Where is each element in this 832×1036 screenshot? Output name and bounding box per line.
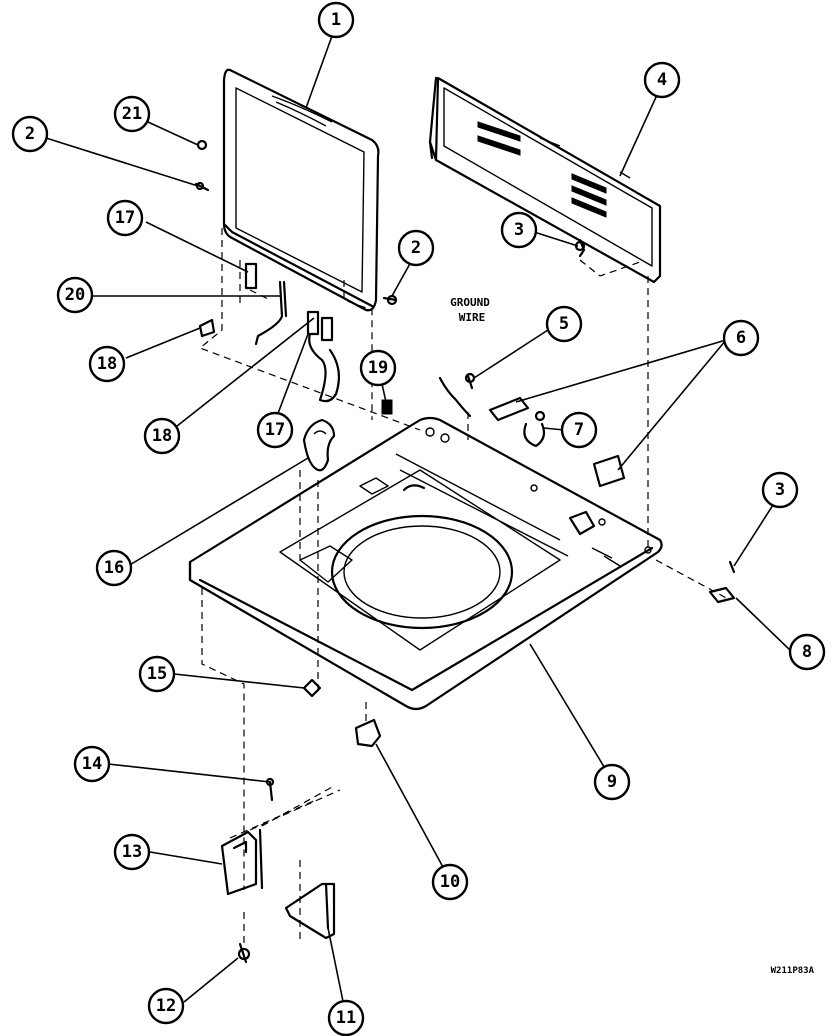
pad-6-upper xyxy=(488,396,530,422)
bracket-19 xyxy=(381,399,393,415)
callout-2-left: 2 xyxy=(11,115,49,153)
callout-17-left: 17 xyxy=(106,199,144,237)
callout-2-right: 2 xyxy=(397,229,435,267)
callout-number: 21 xyxy=(122,104,142,124)
callout-number: 6 xyxy=(736,328,746,348)
callout-number: 19 xyxy=(368,358,388,378)
callout-13: 13 xyxy=(113,833,151,871)
leveler-10 xyxy=(354,718,382,748)
callout-number: 14 xyxy=(82,754,102,774)
hinge-pin-20 xyxy=(254,280,288,346)
callout-number: 7 xyxy=(574,420,584,440)
callout-5: 5 xyxy=(545,305,583,343)
screw-2-right xyxy=(382,294,398,306)
callout-4: 4 xyxy=(643,61,681,99)
callout-16: 16 xyxy=(95,549,133,587)
ground-wire-5 xyxy=(438,372,476,418)
callout-number: 3 xyxy=(775,480,785,500)
bracket-11 xyxy=(284,882,336,940)
callout-number: 20 xyxy=(65,285,85,305)
callout-number: 17 xyxy=(115,208,135,228)
ground-wire-label-line2: WIRE xyxy=(459,311,486,324)
callout-19: 19 xyxy=(359,349,397,387)
callout-6: 6 xyxy=(722,319,760,357)
callout-number: 2 xyxy=(25,124,35,144)
callout-10: 10 xyxy=(431,863,469,901)
main-top-part xyxy=(188,416,663,711)
callout-number: 2 xyxy=(411,238,421,258)
callout-number: 13 xyxy=(122,842,142,862)
hinge-17-right xyxy=(306,310,341,403)
callout-14: 14 xyxy=(73,745,111,783)
callout-7: 7 xyxy=(560,411,598,449)
callout-18-lower: 18 xyxy=(143,417,181,455)
ground-wire-label-line1: GROUND xyxy=(450,296,490,309)
callout-17-right: 17 xyxy=(256,411,294,449)
hinge-cover-16 xyxy=(302,418,336,472)
screw-3-upper xyxy=(574,238,586,258)
callout-number: 18 xyxy=(97,354,117,374)
pad-6-lower xyxy=(592,454,626,488)
drawing-code: W211P83A xyxy=(771,966,815,976)
callout-18-upper: 18 xyxy=(88,345,126,383)
screw-3-lower xyxy=(728,560,736,574)
callout-number: 10 xyxy=(440,872,460,892)
callout-20: 20 xyxy=(56,276,94,314)
callout-number: 11 xyxy=(336,1008,356,1028)
callout-9: 9 xyxy=(593,763,631,801)
clip-18 xyxy=(198,318,216,338)
callout-number: 12 xyxy=(156,996,176,1016)
screw-21 xyxy=(196,139,208,151)
backguard-part xyxy=(428,76,662,284)
callout-number: 16 xyxy=(104,558,124,578)
lid-part xyxy=(222,68,380,312)
callout-12: 12 xyxy=(147,987,185,1025)
callout-number: 1 xyxy=(331,10,341,30)
clip-8 xyxy=(708,586,736,604)
hinge-17-left xyxy=(244,262,258,290)
callout-1: 1 xyxy=(317,1,355,39)
callout-number: 15 xyxy=(147,664,167,684)
bracket-13 xyxy=(220,828,264,896)
callout-number: 3 xyxy=(514,220,524,240)
callout-3-upper: 3 xyxy=(500,211,538,249)
callout-number: 5 xyxy=(559,314,569,334)
callout-8: 8 xyxy=(788,633,826,671)
ground-wire-label: GROUND WIRE xyxy=(450,296,490,324)
callout-11: 11 xyxy=(327,999,365,1036)
callout-number: 18 xyxy=(152,426,172,446)
leader-lines xyxy=(45,35,793,1017)
callout-number: 8 xyxy=(802,642,812,662)
callout-21: 21 xyxy=(113,95,151,133)
callout-number: 17 xyxy=(265,420,285,440)
callout-number: 9 xyxy=(607,772,617,792)
assembly-dash-lines xyxy=(198,228,731,944)
screw-15 xyxy=(302,678,322,698)
clip-7 xyxy=(523,410,546,448)
screw-12 xyxy=(237,942,251,964)
callout-number: 4 xyxy=(657,70,667,90)
callout-15: 15 xyxy=(138,655,176,693)
callout-3-lower: 3 xyxy=(761,471,799,509)
